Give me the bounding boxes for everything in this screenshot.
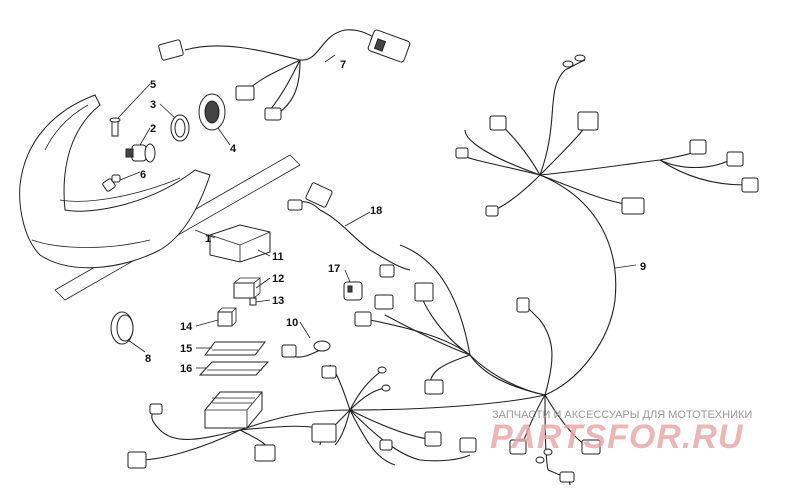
part-number-15: 15 [180,343,192,355]
relay-box-cover [209,224,271,263]
harness-connector [577,111,599,131]
fuse-block [204,391,263,429]
harness-connector [621,197,645,215]
housing-inner-line [59,177,181,202]
harness-connector [509,439,527,455]
ring-terminal [535,456,545,464]
housing-trim-line [31,239,151,248]
relay-fuse-parts [198,224,271,429]
ring-terminal [543,448,553,456]
fuse-panel [198,361,270,376]
harness-connector [287,199,303,211]
part-number-2: 2 [150,123,156,135]
screw [109,117,121,137]
harness-connector [414,282,434,302]
part-number-9: 9 [640,261,646,273]
ring-terminal [377,366,387,374]
part-number-4: 4 [230,143,237,155]
harness-connector [559,471,575,483]
harness-connector [379,264,395,278]
harness-connector [485,205,499,217]
watermark-brand: PARTSFOR.RU [490,418,744,456]
headlight-harness [158,29,411,121]
part-number-11: 11 [272,251,284,263]
part-number-13: 13 [272,295,284,307]
watermark-subtitle: ЗАПЧАСТИ И АКСЕССУАРЫ ДЛЯ МОТОТЕХНИКИ [492,409,752,421]
harness-connector [689,139,707,155]
harness-connector [741,177,759,193]
harness-connector [459,437,477,453]
harness-connector [158,39,184,61]
dust-cover [198,93,226,131]
main-wiring-harness [127,54,759,486]
harness-connector-large [367,29,411,63]
harness-connector [489,115,507,131]
ring-terminal [381,384,391,392]
small-relay [217,307,237,327]
harness-connector [581,439,601,455]
harness-connector [516,297,530,313]
part-number-12: 12 [272,273,284,285]
housing-edge-line [44,104,89,151]
part-number-18: 18 [370,205,382,217]
bulb-retainer-clip [170,114,190,142]
harness-connector [149,403,163,415]
harness-connector [379,439,393,451]
sub-harness-18 [287,182,411,301]
harness-connector [305,182,333,208]
harness-connector [254,444,276,462]
harness-connector [424,431,442,447]
harness-connector [321,365,337,379]
connector-10 [281,340,331,358]
part-number-17: 17 [328,263,340,275]
harness-connector [424,379,444,395]
relay [233,277,262,299]
part-number-1: 1 [205,233,211,245]
connector-17 [343,281,363,301]
part-number-labels: 5 3 2 4 6 7 1 11 12 13 14 15 16 10 8 17 … [140,59,646,375]
part-number-14: 14 [180,321,193,333]
headlight-bulb [125,143,156,163]
assembly-box-outline [54,154,301,301]
harness-connector [264,107,282,121]
headlight-housing [19,94,211,269]
part-number-8: 8 [145,353,151,365]
harness-connector [726,151,744,167]
harness-connector [455,147,469,159]
part-number-7: 7 [340,59,346,71]
headlight-assembly [19,93,301,301]
part-number-3: 3 [150,99,156,111]
part-number-16: 16 [180,363,192,375]
harness-connector [235,85,255,101]
ring-terminal [562,60,574,68]
ring-terminal [574,54,586,62]
grommet-ring [110,311,134,345]
part-number-6: 6 [140,169,146,181]
harness-connector [374,294,394,310]
harness-connector [354,311,372,327]
leader-lines [117,54,637,369]
part-number-10: 10 [286,317,298,329]
part-number-5: 5 [150,79,156,91]
harness-connector [127,451,147,469]
watermark: ЗАПЧАСТИ И АКСЕССУАРЫ ДЛЯ МОТОТЕХНИКИ PA… [490,409,752,456]
mini-fuse [249,297,257,306]
harness-connector [311,423,337,443]
position-lamp-bulb [102,174,121,192]
fuse-strip [203,341,267,356]
